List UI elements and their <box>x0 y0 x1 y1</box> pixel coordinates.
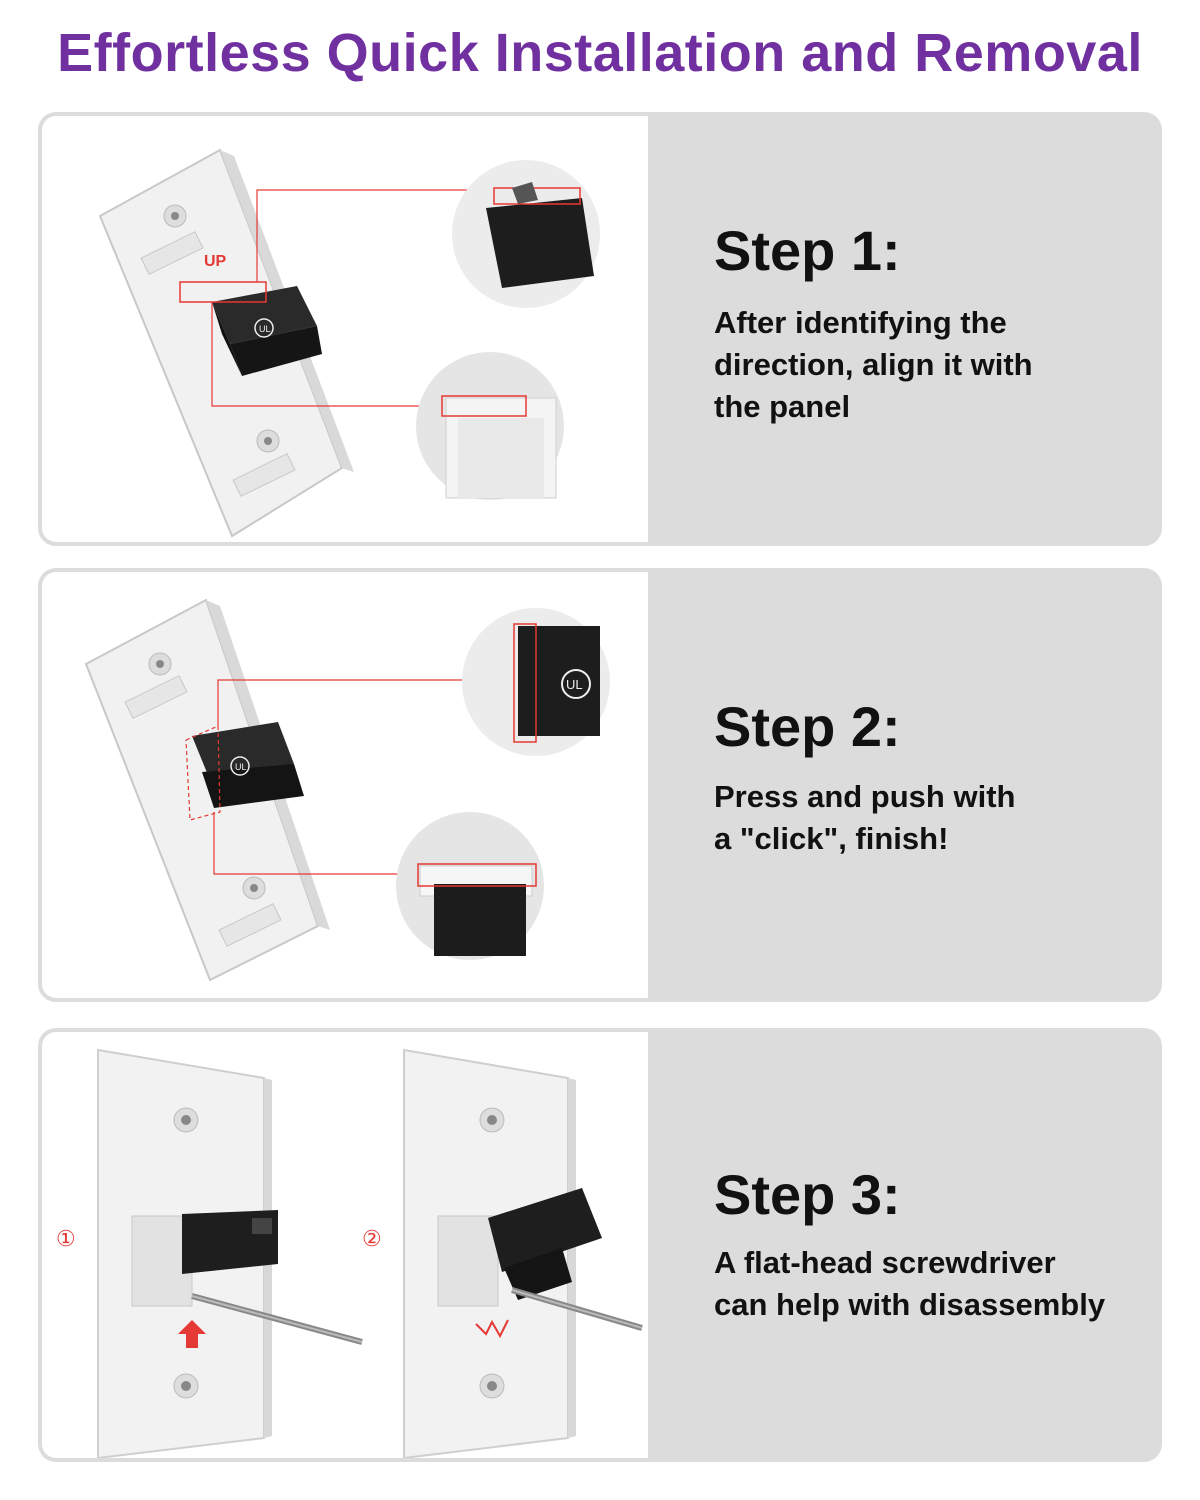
wall-plate-illustration: ① ② <box>56 1048 643 1458</box>
red-up-arrow-icon <box>178 1320 206 1348</box>
up-label: UP <box>204 253 227 270</box>
red-click-burst-icon <box>475 1319 509 1339</box>
ul-listed-mark-icon: UL <box>230 756 250 776</box>
zoom-panel-slot <box>396 812 544 960</box>
wall-plate-1 <box>97 1048 363 1458</box>
wall-plate-illustration: UL UL <box>84 598 610 982</box>
step-3-panel: ① ② Step 3: A flat-head screwdriv <box>38 1028 1162 1462</box>
page-title: Effortless Quick Installation and Remova… <box>57 23 1143 83</box>
wall-plate-2 <box>403 1048 643 1458</box>
wall-plate-illustration: UL UP <box>98 148 600 538</box>
ul-listed-mark-icon: UL <box>254 318 274 338</box>
zoom-keystone-jack <box>452 160 600 308</box>
step-2-panel: UL UL Step 2: Press and push with a "c <box>38 568 1162 1002</box>
svg-text:UL: UL <box>235 762 247 772</box>
step-2-description: Press and push with a "click", finish! <box>714 779 1016 856</box>
step-2-title: Step 2: <box>714 695 901 758</box>
step-3-illustration: ① ② <box>42 1032 648 1458</box>
step-3-title: Step 3: <box>714 1163 901 1226</box>
step-1-description: After identifying the direction, align i… <box>714 305 1033 424</box>
step-1-title: Step 1: <box>714 219 901 282</box>
zoom-keystone-jack: UL <box>462 608 610 756</box>
svg-text:UL: UL <box>259 324 271 334</box>
step-3-description: A flat-head screwdriver can help with di… <box>714 1245 1106 1322</box>
marker-2: ② <box>362 1226 382 1251</box>
marker-1: ① <box>56 1226 76 1251</box>
step-1-panel: UL UP Step 1: After identi <box>38 112 1162 546</box>
step-2-illustration: UL UL <box>42 572 648 998</box>
zoom-panel-slot <box>416 352 564 500</box>
step-1-illustration: UL UP <box>42 116 648 542</box>
svg-text:UL: UL <box>566 677 583 692</box>
